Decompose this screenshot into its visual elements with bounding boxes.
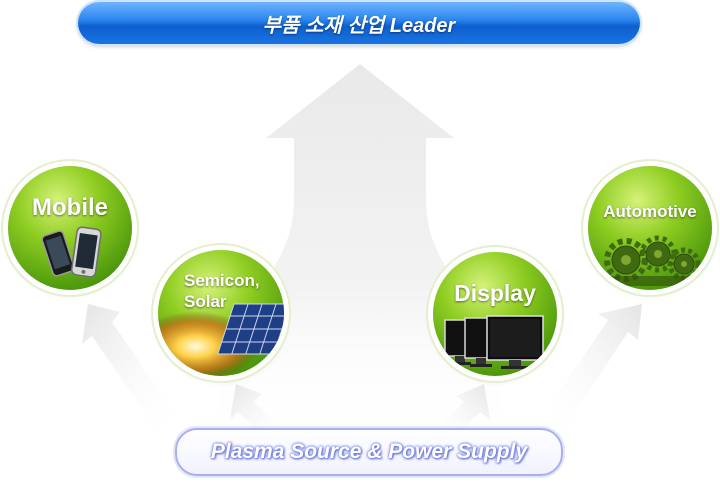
page-title: 부품 소재 산업 Leader bbox=[78, 2, 640, 44]
monitors-icon bbox=[444, 315, 544, 369]
node-semicon-solar: Semicon, Solar bbox=[158, 250, 284, 376]
arrow-to-automotive bbox=[542, 304, 642, 432]
footer-label: Plasma Source & Power Supply bbox=[175, 428, 563, 476]
node-automotive: Automotive bbox=[588, 166, 712, 290]
node-label: Automotive bbox=[603, 202, 697, 221]
node-label-line2: Solar bbox=[184, 292, 227, 311]
node-label: Display bbox=[454, 280, 536, 306]
solar-panel-icon bbox=[158, 303, 284, 376]
node-display: Display bbox=[433, 252, 557, 376]
arrow-to-mobile bbox=[82, 304, 178, 432]
node-label: Semicon, Solar bbox=[184, 270, 284, 312]
arrow-to-semicon bbox=[230, 384, 284, 440]
node-label: Mobile bbox=[32, 194, 108, 221]
node-mobile: Mobile bbox=[8, 166, 132, 290]
node-label-line1: Semicon, bbox=[184, 271, 260, 290]
mobile-phones-icon bbox=[41, 226, 102, 278]
arrow-to-display bbox=[436, 384, 490, 440]
up-arrow-icon bbox=[220, 64, 500, 440]
gears-icon bbox=[596, 235, 706, 286]
